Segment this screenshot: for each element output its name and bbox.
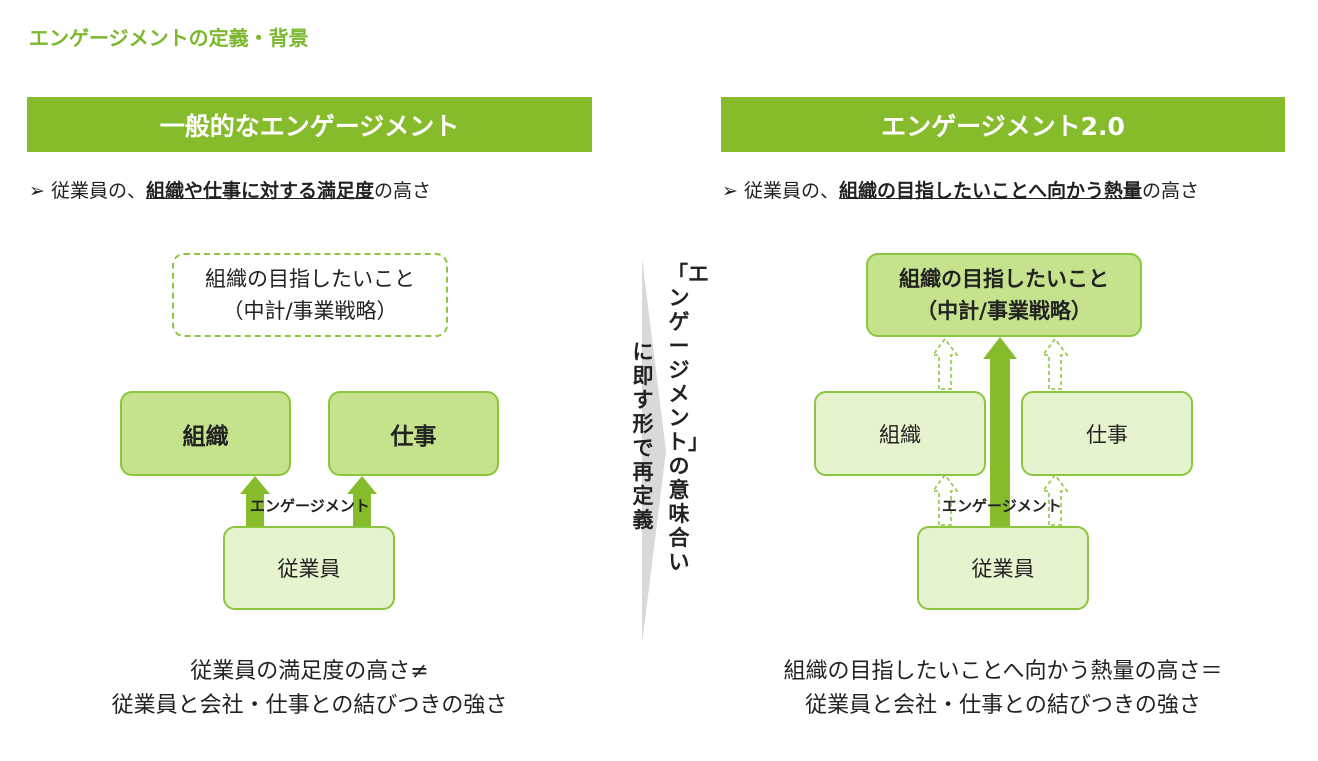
- right-description: ➢ 従業員の、組織の目指したいことへ向かう熱量の高さ: [722, 176, 1199, 203]
- left-header-band: 一般的なエンゲージメント: [27, 97, 592, 152]
- left-engagement-arrows: [240, 476, 377, 527]
- right-goal-line1: 組織の目指したいこと: [899, 267, 1109, 291]
- right-caption-line1: 組織の目指したいことへ向かう熱量の高さ＝: [783, 659, 1223, 684]
- right-dashed-arrow-org-top: [931, 337, 959, 390]
- left-caption-line1: 従業員の満足度の高さ≠: [190, 659, 429, 684]
- right-main-arrow: [983, 337, 1017, 527]
- right-desc-suffix: の高さ: [1142, 180, 1200, 202]
- right-org-box: 組織: [814, 391, 986, 476]
- left-desc-suffix: の高さ: [373, 180, 431, 202]
- middle-chevron-arrow: [642, 258, 666, 644]
- right-dashed-arrow-work-top: [1041, 337, 1069, 390]
- left-desc-prefix: ➢ 従業員の、: [29, 180, 146, 202]
- middle-text-right: 「エンゲージメント」の意味合い: [667, 262, 709, 574]
- left-org-box: 組織: [120, 391, 291, 476]
- left-description: ➢ 従業員の、組織や仕事に対する満足度の高さ: [29, 176, 431, 203]
- left-goal-line1: 組織の目指したいこと: [205, 267, 415, 291]
- left-arrow-to-work: [347, 476, 377, 527]
- left-goal-box: 組織の目指したいこと （中計/事業戦略）: [172, 253, 448, 337]
- right-desc-prefix: ➢ 従業員の、: [722, 180, 839, 202]
- right-work-box: 仕事: [1021, 391, 1193, 476]
- left-caption-line2: 従業員と会社・仕事との結びつきの強さ: [111, 693, 508, 718]
- right-goal-line2: （中計/事業戦略）: [916, 299, 1092, 323]
- left-caption: 従業員の満足度の高さ≠ 従業員と会社・仕事との結びつきの強さ: [27, 655, 592, 723]
- right-dashed-arrow-org-bottom: [931, 473, 959, 526]
- middle-text-left: に即す形で再定義: [632, 340, 654, 532]
- right-arrows: [931, 337, 1069, 527]
- right-dashed-arrow-work-bottom: [1041, 473, 1069, 526]
- left-desc-emphasis: 組織や仕事に対する満足度: [145, 180, 374, 202]
- right-caption: 組織の目指したいことへ向かう熱量の高さ＝ 従業員と会社・仕事との結びつきの強さ: [721, 655, 1285, 723]
- page-title: エンゲージメントの定義・背景: [29, 26, 309, 50]
- left-engagement-label: エンゲージメント: [250, 497, 370, 515]
- right-goal-box: 組織の目指したいこと （中計/事業戦略）: [866, 253, 1142, 337]
- left-goal-line2: （中計/事業戦略）: [222, 299, 398, 323]
- right-caption-line2: 従業員と会社・仕事との結びつきの強さ: [805, 693, 1201, 718]
- right-employee-box: 従業員: [917, 526, 1089, 610]
- right-header-band: エンゲージメント2.0: [721, 97, 1285, 152]
- right-desc-emphasis: 組織の目指したいことへ向かう熱量: [838, 180, 1143, 202]
- left-employee-box: 従業員: [223, 526, 395, 610]
- left-arrow-to-org: [240, 476, 270, 527]
- right-engagement-label: エンゲージメント: [942, 497, 1062, 515]
- left-work-box: 仕事: [328, 391, 499, 476]
